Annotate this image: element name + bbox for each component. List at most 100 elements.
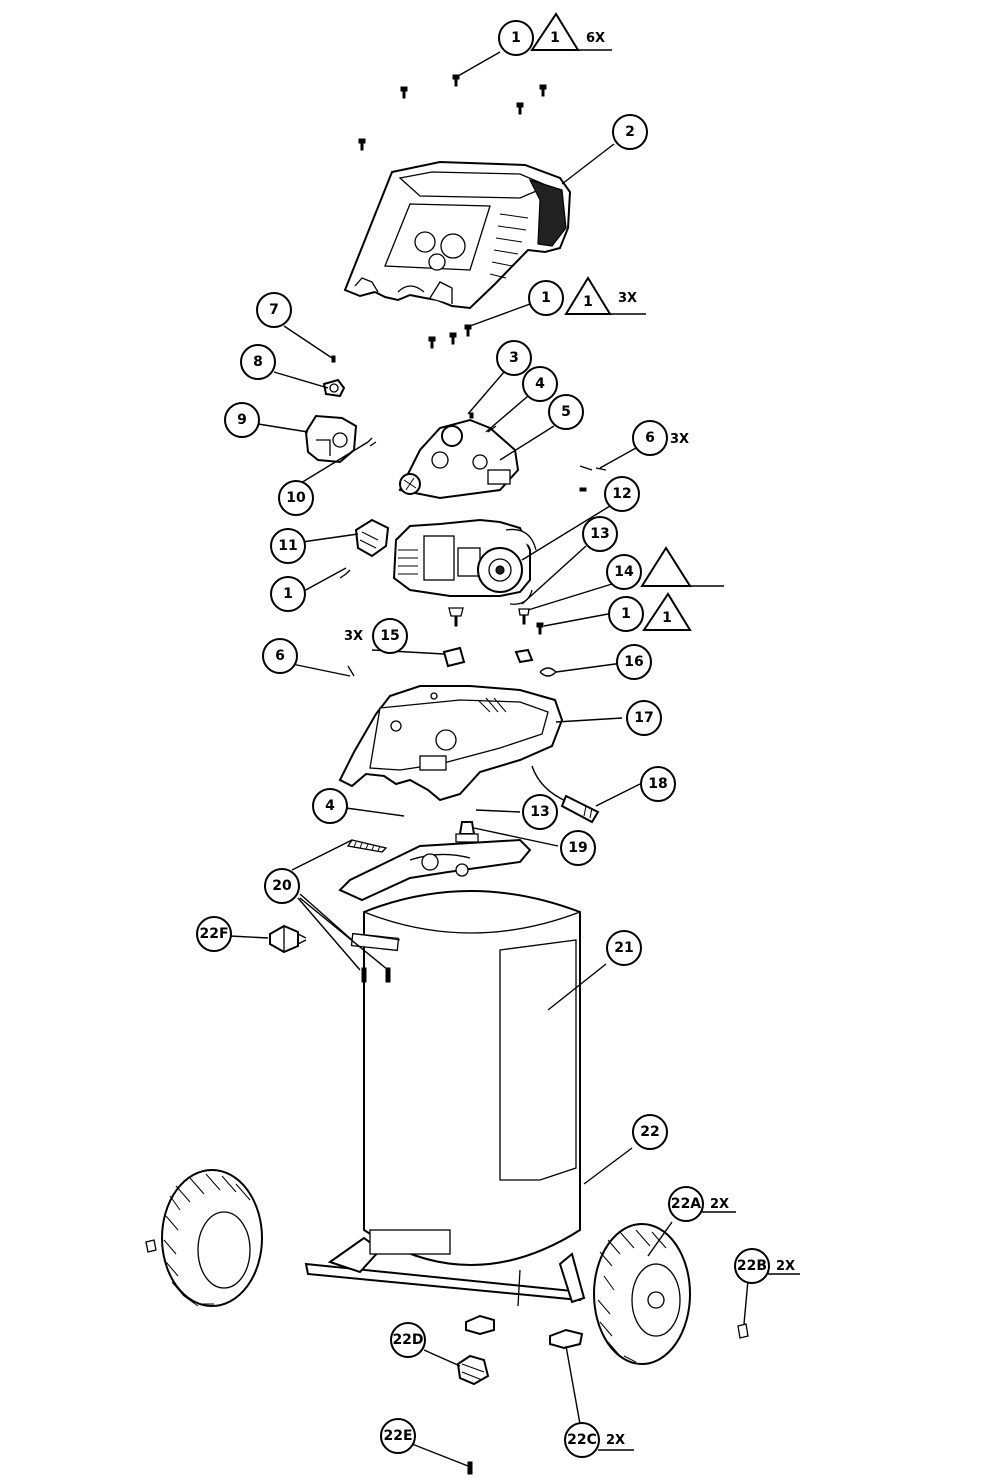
tank-top-parts xyxy=(346,821,479,853)
svg-text:22: 22 xyxy=(640,1124,659,1140)
svg-text:18: 18 xyxy=(648,776,667,792)
qty-22C: 2X xyxy=(606,1433,625,1448)
left-wheel xyxy=(145,1169,263,1307)
top-shroud xyxy=(343,160,572,310)
svg-text:10: 10 xyxy=(286,490,306,506)
svg-text:1: 1 xyxy=(662,610,672,626)
callout-19: 19 xyxy=(560,830,596,866)
callout-17: 17 xyxy=(626,700,662,736)
callout-11: 11 xyxy=(270,528,306,564)
callout-3: 3 xyxy=(496,340,532,376)
note-triangle-c1-motor: 1 xyxy=(642,592,692,631)
svg-text:1: 1 xyxy=(283,586,293,602)
callout-21: 21 xyxy=(606,930,642,966)
callout-15: 15 xyxy=(372,618,408,654)
callout-2: 2 xyxy=(612,114,648,150)
callout-1-motor: 1 xyxy=(608,596,644,632)
lower-shroud xyxy=(338,685,564,802)
svg-text:22C: 22C xyxy=(567,1432,597,1448)
svg-text:1: 1 xyxy=(583,294,593,310)
note-triangles: 1 1 1 xyxy=(530,12,692,631)
callout-10: 10 xyxy=(278,480,314,516)
svg-text:11: 11 xyxy=(278,538,297,554)
svg-text:3: 3 xyxy=(509,350,519,366)
right-wheel xyxy=(593,1223,749,1365)
svg-text:8: 8 xyxy=(253,354,263,370)
callout-13-lower: 13 xyxy=(522,794,558,830)
callout-1-left: 1 xyxy=(270,576,306,612)
svg-text:4: 4 xyxy=(325,798,335,814)
callout-14: 14 xyxy=(606,554,642,590)
callout-20: 20 xyxy=(264,868,300,904)
svg-text:6: 6 xyxy=(645,430,655,446)
callout-9: 9 xyxy=(224,402,260,438)
svg-text:1: 1 xyxy=(621,606,631,622)
callout-22E: 22E xyxy=(380,1418,416,1454)
qty-6-top: 3X xyxy=(670,432,689,447)
leader-lines xyxy=(229,51,749,1467)
part-6-screws xyxy=(579,465,607,492)
callout-22A: 22A xyxy=(668,1186,704,1222)
callout-5: 5 xyxy=(548,394,584,430)
isolators xyxy=(347,646,557,677)
svg-text:5: 5 xyxy=(561,404,571,420)
svg-text:6: 6 xyxy=(275,648,285,664)
tank-handle xyxy=(338,838,532,902)
svg-text:22F: 22F xyxy=(199,926,228,942)
svg-text:14: 14 xyxy=(614,564,634,580)
svg-text:1: 1 xyxy=(550,30,560,46)
svg-text:9: 9 xyxy=(237,412,247,428)
callout-7: 7 xyxy=(256,292,292,328)
pressure-switch-group xyxy=(304,355,377,464)
svg-text:16: 16 xyxy=(624,654,643,670)
svg-text:13: 13 xyxy=(530,804,549,820)
callout-4-lower: 4 xyxy=(312,788,348,824)
callout-6-top: 6 xyxy=(632,420,668,456)
callout-18: 18 xyxy=(640,766,676,802)
svg-text:21: 21 xyxy=(614,940,633,956)
callout-6-left: 6 xyxy=(262,638,298,674)
callout-8: 8 xyxy=(240,344,276,380)
qty-1-top: 6X xyxy=(586,31,605,46)
power-cord xyxy=(531,765,600,824)
air-tank xyxy=(350,890,581,1266)
svg-text:22D: 22D xyxy=(392,1332,423,1348)
svg-text:1: 1 xyxy=(511,30,521,46)
shroud-screws xyxy=(428,324,472,349)
callout-12: 12 xyxy=(604,476,640,512)
svg-text:22B: 22B xyxy=(737,1258,767,1274)
svg-text:13: 13 xyxy=(590,526,609,542)
note-triangle-c14 xyxy=(640,546,692,587)
svg-text:20: 20 xyxy=(272,878,292,894)
note-triangle-c1-shroud: 1 xyxy=(564,276,612,315)
note-triangle-c1-top: 1 xyxy=(530,12,580,51)
callout-1-shroud: 1 xyxy=(528,280,564,316)
callout-22D: 22D xyxy=(390,1322,426,1358)
svg-text:1: 1 xyxy=(541,290,551,306)
svg-text:12: 12 xyxy=(612,486,631,502)
callout-22C: 22C xyxy=(564,1422,600,1458)
svg-text:17: 17 xyxy=(634,710,653,726)
qty-15: 3X xyxy=(344,629,363,644)
bushing-22F xyxy=(269,924,307,954)
cart-frame xyxy=(304,1229,586,1307)
part-9-switch xyxy=(304,414,358,464)
motor-pump-assembly xyxy=(339,518,544,635)
qty-1-shroud: 3X xyxy=(618,291,637,306)
svg-text:22A: 22A xyxy=(671,1196,701,1212)
part-8-fitting xyxy=(322,378,346,398)
callout-13-top: 13 xyxy=(582,516,618,552)
callout-1-top: 1 xyxy=(498,20,534,56)
qty-22B: 2X xyxy=(776,1259,795,1274)
part-20-screws xyxy=(361,967,391,983)
callout-balloons: 1 6X 2 1 3X 7 8 9 10 3 4 5 6 3X 11 12 13… xyxy=(196,20,800,1458)
svg-text:15: 15 xyxy=(380,628,399,644)
svg-text:19: 19 xyxy=(568,840,587,856)
callout-16: 16 xyxy=(616,644,652,680)
manifold-assembly xyxy=(398,412,520,500)
svg-text:7: 7 xyxy=(269,302,279,318)
svg-text:4: 4 xyxy=(535,376,545,392)
callout-4-top: 4 xyxy=(522,366,558,402)
callout-22: 22 xyxy=(632,1114,668,1150)
